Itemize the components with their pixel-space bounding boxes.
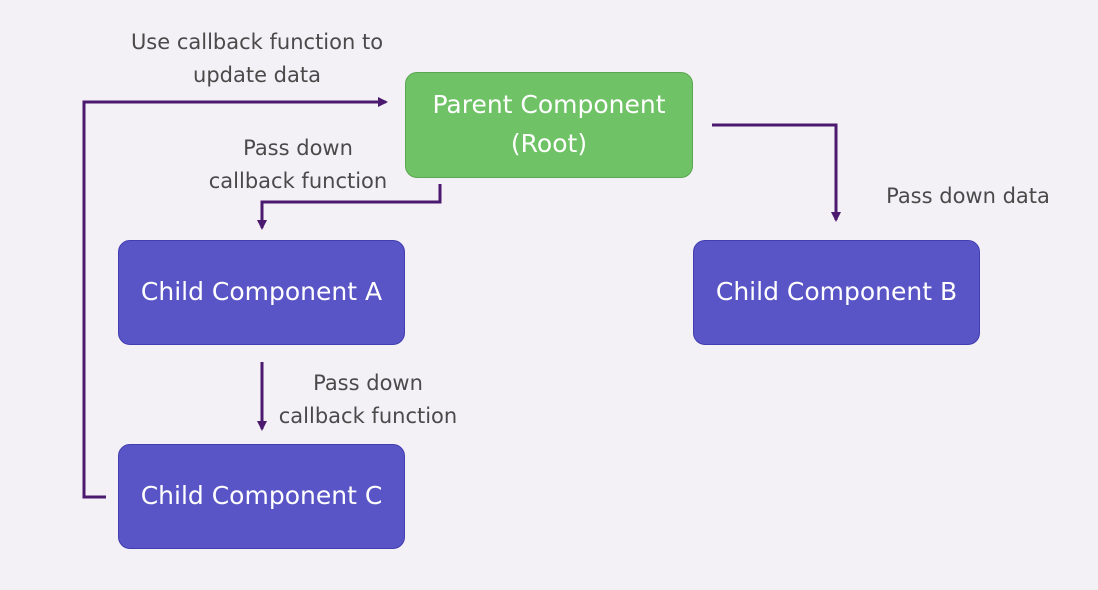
child-component-b-node: Child Component B: [693, 240, 980, 345]
child-component-c-node: Child Component C: [118, 444, 405, 549]
edge-label-update-line1: Use callback function to: [130, 30, 384, 54]
edge-label-pass-data: Pass down data: [878, 180, 1058, 213]
edge-label-update-data: Use callback function to update data: [118, 26, 396, 91]
child-component-a-node: Child Component A: [118, 240, 405, 345]
child-component-a-label: Child Component A: [140, 277, 383, 307]
edge-label-pass-callback-parent-line2: callback function: [208, 168, 388, 193]
child-component-c-label: Child Component C: [140, 481, 383, 511]
parent-component-title: Parent Component: [432, 90, 666, 120]
edge-c-to-parent: [82, 97, 388, 499]
edge-label-pass-callback-parent-line1: Pass down: [243, 136, 353, 160]
edge-label-update-line2: update data: [193, 62, 321, 87]
edge-label-pass-callback-parent: Pass down callback function: [198, 132, 398, 197]
parent-component-node: Parent Component (Root): [405, 72, 693, 178]
edge-parent-to-b: [712, 123, 841, 222]
edge-label-pass-callback-a-line1: Pass down: [313, 371, 423, 395]
edge-label-pass-callback-a: Pass down callback function: [268, 367, 468, 432]
edge-parent-to-a: [257, 184, 442, 230]
edge-label-pass-data-text: Pass down data: [886, 184, 1050, 208]
edge-label-pass-callback-a-line2: callback function: [278, 403, 458, 428]
parent-component-subtitle: (Root): [510, 129, 588, 158]
child-component-b-label: Child Component B: [715, 277, 958, 307]
